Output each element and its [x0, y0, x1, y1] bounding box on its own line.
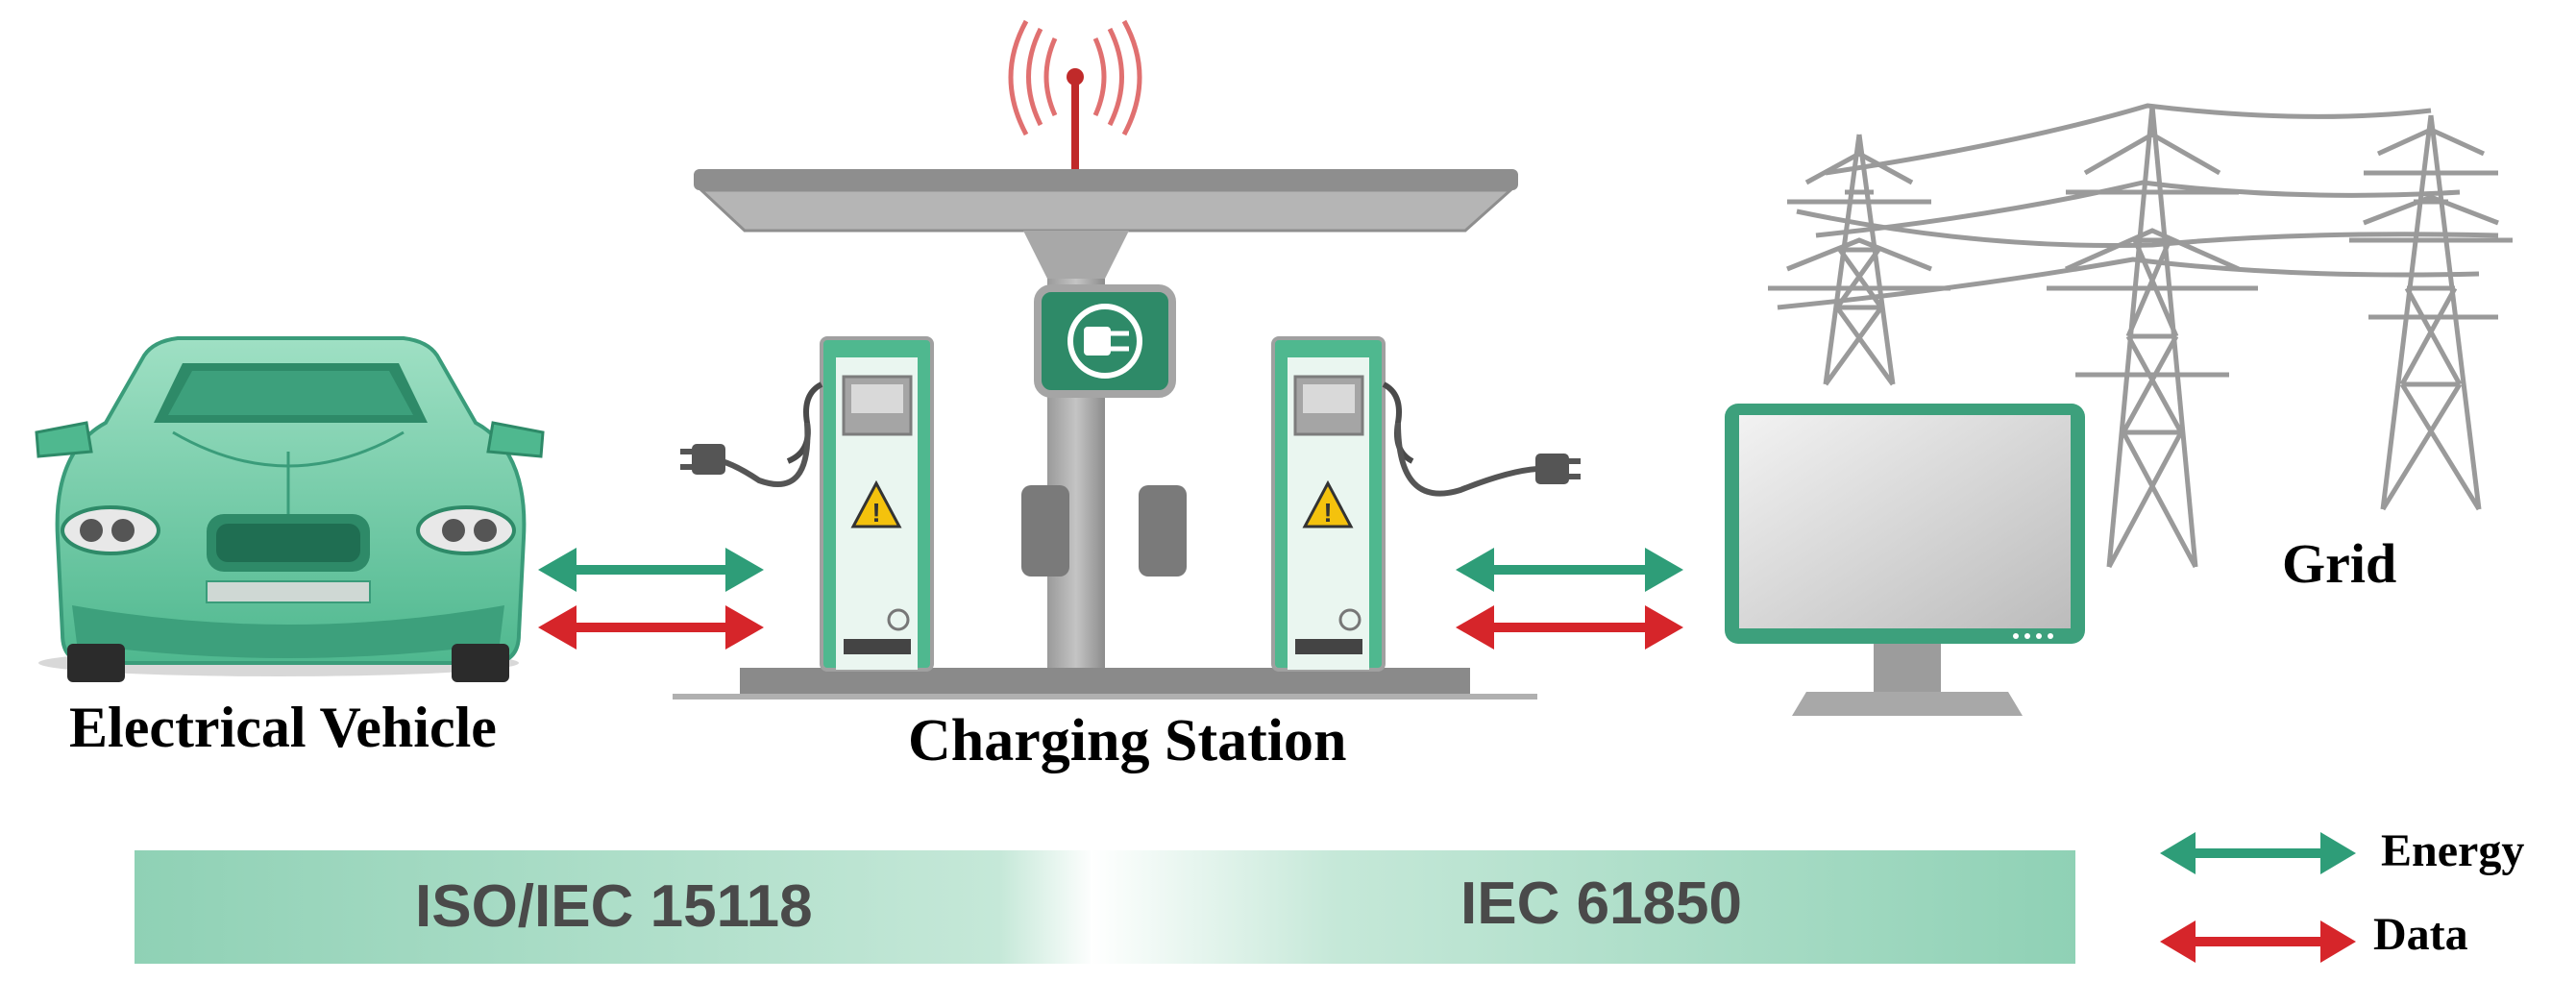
standards-bar — [135, 850, 2075, 964]
svg-text:!: ! — [871, 498, 880, 528]
grid-label: Grid — [2282, 532, 2397, 595]
legend-energy-label: Energy — [2381, 825, 2525, 876]
monitor-icon — [1725, 404, 2085, 716]
power-pylon-icon — [1768, 103, 2513, 569]
data-arrow-left — [538, 605, 764, 650]
svg-text:!: ! — [1323, 498, 1332, 528]
antenna-icon — [1008, 19, 1142, 173]
charging-station-label: Charging Station — [908, 708, 1347, 773]
legend-data-arrow — [2160, 920, 2356, 963]
energy-arrow-right — [1456, 548, 1683, 592]
warning-icon: ! — [850, 479, 902, 528]
charging-station-icon: ! ! — [673, 19, 1581, 699]
legend-data-label: Data — [2373, 909, 2468, 960]
vehicle-label: Electrical Vehicle — [69, 696, 497, 759]
car-icon — [35, 336, 545, 682]
legend-energy-arrow — [2160, 832, 2356, 874]
data-arrow-right — [1456, 605, 1683, 650]
standard-iec-61850: IEC 61850 — [1460, 871, 1742, 937]
charger-left: ! — [786, 336, 934, 672]
standard-iso-iec-15118: ISO/IEC 15118 — [415, 873, 813, 940]
plug-icon — [680, 444, 725, 475]
warning-icon: ! — [1302, 479, 1354, 528]
charger-right: ! — [1271, 336, 1414, 672]
plug-icon — [1535, 454, 1581, 484]
energy-arrow-left — [538, 548, 764, 592]
